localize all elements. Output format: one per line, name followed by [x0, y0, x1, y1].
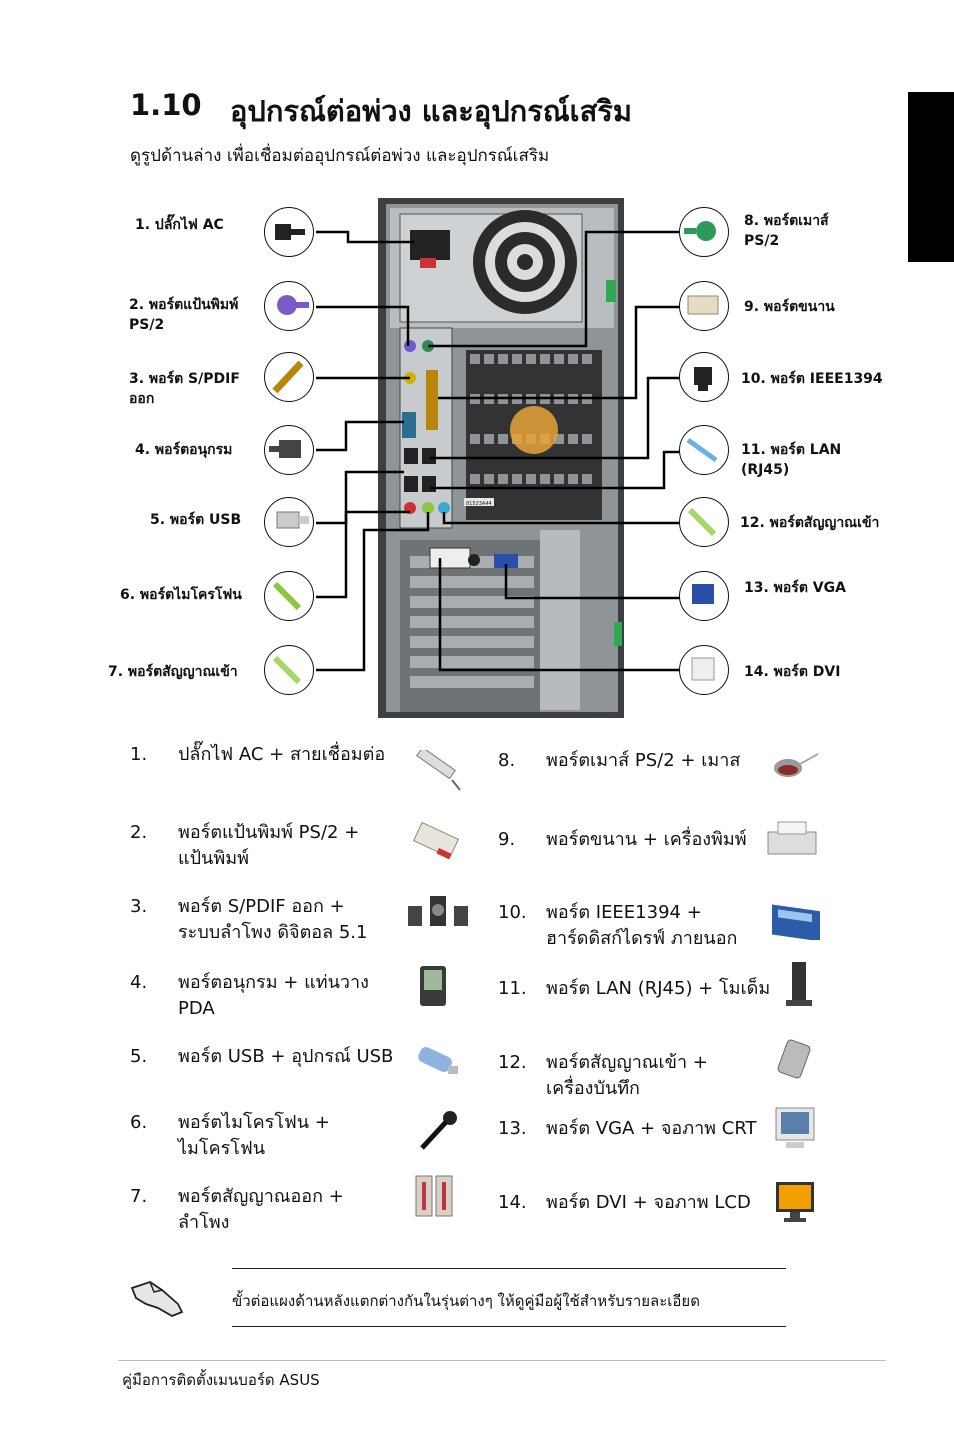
language-side-tab — [908, 92, 954, 262]
ps2-mouse-plug-icon — [679, 207, 729, 257]
label-ps2-keyboard: 2. พอร์ตแป้นพิมพ์PS/2 — [129, 297, 239, 333]
serial-plug-icon — [264, 425, 314, 475]
label-line-in-left: 7. พอร์ตสัญญาณเข้า — [108, 664, 238, 680]
note-bottom-divider — [232, 1326, 786, 1327]
label-ieee1394: 10. พอร์ต IEEE1394 — [741, 371, 883, 387]
ac-plug-icon — [264, 207, 314, 257]
rear-panel-diagram: 81523A44 — [0, 195, 954, 725]
recorder-icon — [777, 1039, 811, 1079]
footer-text: คู่มือการติดตั้งเมนบอร์ด ASUS — [122, 1371, 320, 1389]
speaker-pair-icon — [415, 1175, 453, 1217]
microphone-icon — [420, 1111, 457, 1150]
chassis-illustration: 81523A44 — [316, 198, 680, 718]
mic-plug-icon — [264, 571, 314, 621]
footer-divider — [118, 1360, 886, 1361]
external-hdd-icon — [772, 904, 820, 940]
pda-icon — [420, 966, 446, 1006]
mouse-icon — [774, 753, 819, 777]
label-vga: 13. พอร์ต VGA — [744, 580, 846, 596]
line-in-right-plug-icon — [679, 497, 729, 547]
power-strip-icon — [416, 750, 461, 791]
modem-icon — [786, 962, 812, 1006]
label-ac-power: 1. ปลั๊กไฟ AC — [135, 217, 224, 233]
crt-monitor-icon — [775, 1107, 815, 1148]
label-usb: 5. พอร์ต USB — [150, 512, 242, 528]
note-text: ขั้วต่อแผงด้านหลังแตกต่างกันในรุ่นต่างๆ … — [232, 1292, 700, 1310]
lan-plug-icon — [679, 425, 729, 475]
parallel-plug-icon — [679, 281, 729, 331]
speaker-system-icon — [408, 896, 468, 926]
usb-device-icon — [418, 1047, 458, 1074]
section-number: 1.10 — [130, 88, 202, 122]
section-subtitle: ดูรูปด้านล่าง เพื่อเชื่อมต่ออุปกรณ์ต่อพ่… — [130, 146, 550, 166]
section-title: อุปกรณ์ต่อพ่วง และอุปกรณ์เสริม — [230, 94, 632, 128]
ieee1394-plug-icon — [679, 352, 729, 402]
dvi-plug-icon — [679, 645, 729, 695]
lcd-monitor-icon — [776, 1182, 814, 1222]
usb-plug-icon — [264, 497, 314, 547]
label-dvi: 14. พอร์ต DVI — [744, 664, 841, 680]
line-in-plug-icon — [264, 645, 314, 695]
label-serial: 4. พอร์ตอนุกรม — [135, 442, 233, 458]
label-microphone: 6. พอร์ตไมโครโฟน — [120, 587, 242, 603]
label-parallel: 9. พอร์ตขนาน — [744, 299, 835, 315]
label-ps2-mouse: 8. พอร์ตเมาส์PS/2 — [744, 213, 829, 249]
label-lan: 11. พอร์ต LAN(RJ45) — [741, 442, 842, 478]
vga-plug-icon — [679, 571, 729, 621]
ps2-keyboard-plug-icon — [264, 281, 314, 331]
hand-pointing-icon — [130, 1281, 184, 1317]
label-line-in-right: 12. พอร์ตสัญญาณเข้า — [740, 515, 880, 531]
keyboard-icon — [412, 821, 460, 860]
spdif-plug-icon — [264, 352, 314, 402]
printer-icon — [767, 821, 817, 855]
note-top-divider — [232, 1268, 786, 1269]
chassis-sticker: 81523A44 — [466, 501, 492, 507]
